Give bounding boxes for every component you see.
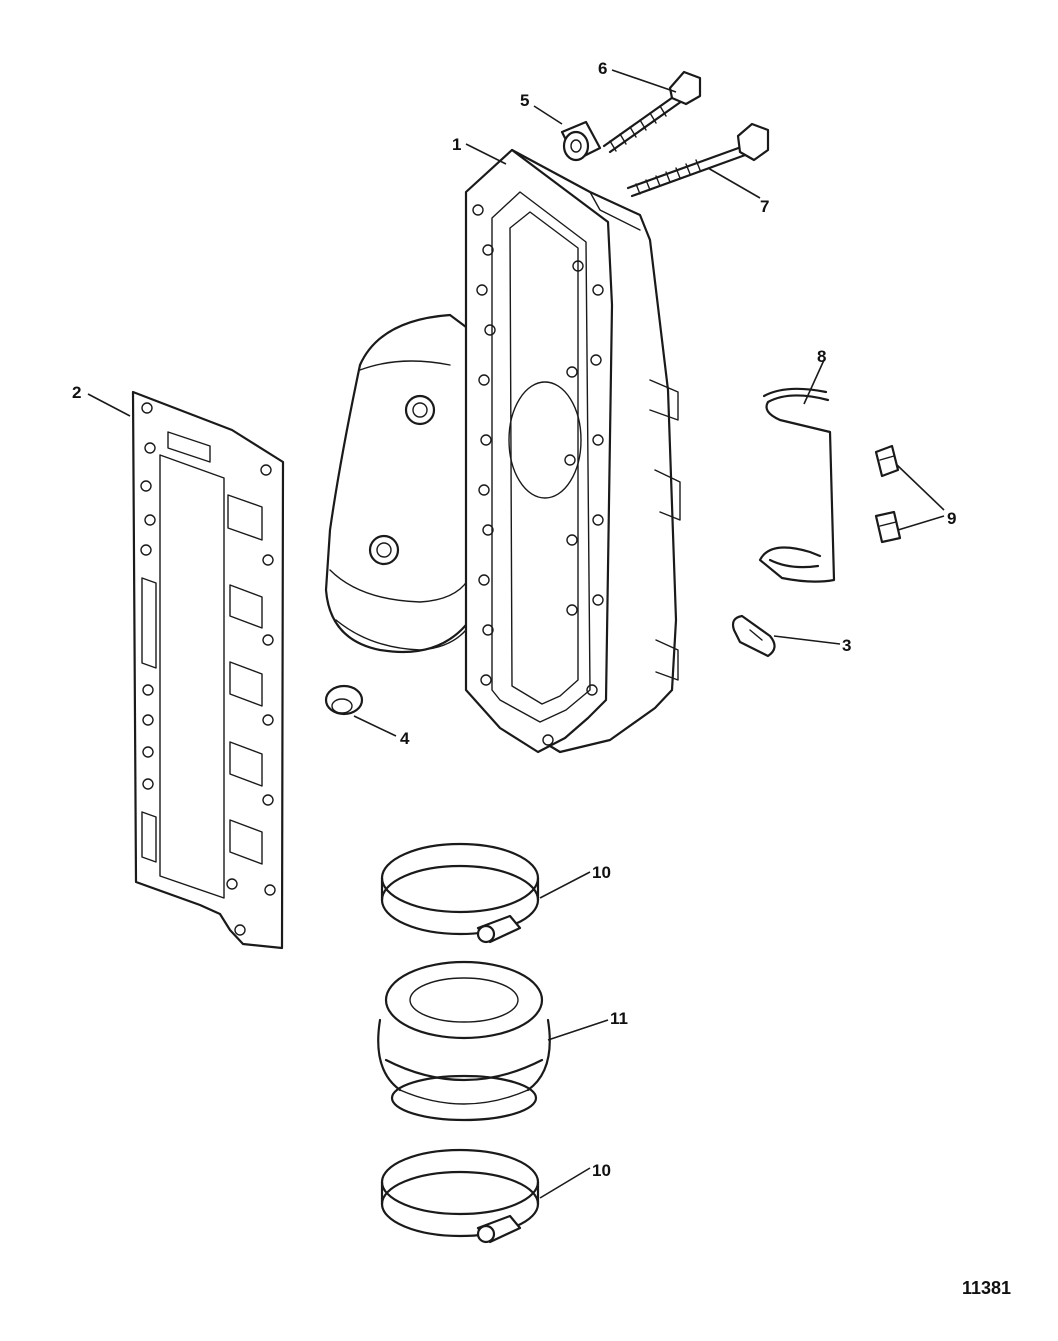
leader-lines <box>87 69 945 1199</box>
callout-2: 2 <box>72 383 81 402</box>
spacer-part <box>560 120 602 162</box>
callout-8: 8 <box>817 347 826 366</box>
callout-6: 6 <box>598 59 607 78</box>
hose-clamp-upper-part <box>380 842 540 944</box>
callout-5: 5 <box>520 91 529 110</box>
clip-nuts-part <box>874 444 902 544</box>
callout-10-lower: 10 <box>592 1161 611 1180</box>
pin-part <box>731 614 776 658</box>
callout-3: 3 <box>842 636 851 655</box>
exhaust-manifold-cover-part <box>324 148 681 754</box>
hose-clamp-lower-part <box>380 1148 540 1244</box>
wire-clip-part <box>758 387 836 583</box>
figure-number: 11381 <box>962 1278 1011 1298</box>
callout-7: 7 <box>760 197 769 216</box>
short-bolt-part <box>602 70 702 154</box>
plug-part <box>324 684 364 716</box>
callout-9: 9 <box>947 509 956 528</box>
callout-1: 1 <box>452 135 461 154</box>
callout-10-upper: 10 <box>592 863 611 882</box>
callout-4: 4 <box>400 729 410 748</box>
exhaust-boot-part <box>377 960 551 1122</box>
callout-11: 11 <box>610 1009 628 1028</box>
long-bolt-part <box>626 122 770 198</box>
gasket-part <box>131 390 285 950</box>
